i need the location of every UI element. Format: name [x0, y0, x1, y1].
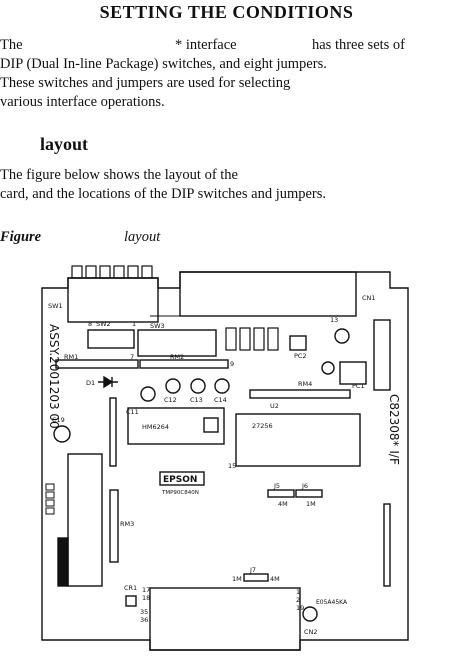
c19-label: C19	[52, 416, 65, 424]
hm6264-chip	[127, 407, 225, 445]
sw1-label: SW1	[48, 302, 63, 310]
rm2-label: RM2	[170, 353, 184, 361]
rm3-label: RM3	[120, 520, 134, 528]
j5-jumper	[267, 489, 295, 498]
part-code-label: E05A45KA	[316, 599, 348, 606]
d1-label: D1	[86, 379, 95, 387]
m4b-label: 4M	[270, 575, 280, 583]
pin13-label: 13	[330, 316, 338, 324]
jumper-block-top	[225, 327, 279, 351]
pin17-label: 17	[142, 586, 150, 594]
cn2-connector	[149, 587, 301, 651]
pin18-label: 18	[142, 594, 150, 602]
j6-label: J6	[301, 482, 308, 490]
cn1-label: CN1	[362, 294, 376, 302]
c19-capacitor	[53, 425, 71, 443]
socket-marker	[203, 417, 219, 433]
sw2-switch	[87, 329, 135, 349]
m1a-label: 1M	[306, 500, 316, 508]
c13-label: C13	[190, 396, 203, 404]
pin35-label: 35	[140, 608, 148, 616]
rm2-resistor	[139, 359, 229, 369]
rm1-resistor	[55, 359, 139, 369]
intro-line4: various interface operations.	[0, 94, 165, 110]
black-filled-block	[57, 537, 69, 587]
assy-label: ASSY.2001203 00	[47, 324, 61, 429]
pc1-label: PC1	[352, 382, 365, 390]
pin1-label: 1	[132, 320, 136, 328]
cn2-label: CN2	[304, 628, 318, 636]
rm3-strip	[109, 489, 119, 563]
hm6264-label: HM6264	[142, 423, 169, 431]
c12-label: C12	[164, 396, 177, 404]
u2-label: U2	[270, 402, 279, 410]
description-line2: card, and the locations of the DIP switc…	[0, 186, 327, 202]
rm1-label: RM1	[64, 353, 78, 361]
pc1-component	[334, 328, 350, 344]
page-heading: SETTING THE CONDITIONS	[99, 2, 354, 22]
sw3-label: SW3	[150, 322, 165, 330]
capacitors-row	[140, 378, 230, 402]
d1-diode	[98, 375, 118, 389]
q-transistor	[321, 361, 335, 375]
big-vertical-ic	[67, 453, 103, 587]
rm4-resistor	[249, 389, 351, 399]
sw3-switch	[137, 329, 217, 357]
intro-line3: These switches and jumpers are used for …	[0, 75, 291, 91]
j7-label: J7	[249, 566, 256, 574]
pin8-label: 8	[88, 320, 92, 328]
pc2-label: PC2	[294, 352, 307, 360]
pin1b-label: 1	[296, 588, 300, 596]
vertical-strip-right	[373, 319, 391, 391]
figure-title: layout	[124, 229, 161, 245]
c11-label: C11	[126, 408, 139, 416]
eprom-27256-chip	[235, 413, 361, 467]
figure-label: Figure	[0, 229, 42, 245]
j5-label: J5	[273, 482, 280, 490]
m1b-label: 1M	[232, 575, 242, 583]
rm4-label: RM4	[298, 380, 312, 388]
pin19-label: 19	[296, 604, 304, 612]
eprom-label: 27256	[252, 422, 273, 430]
m4a-label: 4M	[278, 500, 288, 508]
sw1-pins	[71, 265, 153, 279]
j7-jumper	[243, 573, 269, 582]
pin15-label: 15	[228, 462, 236, 470]
epson-label-box	[159, 471, 205, 486]
intro-line2: DIP (Dual In-line Package) switches, and…	[0, 56, 327, 72]
sw1-switch	[67, 277, 159, 323]
intro-line1-start: The	[0, 37, 23, 53]
j6-jumper	[295, 489, 323, 498]
epson-brand: EPSON	[163, 475, 197, 485]
pin7-label: 7	[130, 353, 134, 361]
cn1-connector	[179, 271, 357, 317]
board-outline	[41, 271, 409, 651]
tmp-chip-label: TMP90C840N	[161, 490, 199, 496]
pc2-component	[289, 335, 307, 351]
intro-line1-middle: * interface	[175, 37, 237, 53]
sw2-label: SW2	[96, 320, 111, 328]
pin9-label: 9	[230, 360, 234, 368]
description-line1: The figure below shows the layout of the	[0, 167, 238, 183]
board-layout-diagram: SW1 SW2 SW3 CN1 CN2 RM1 RM2 RM3 RM4 D1 C…	[41, 265, 409, 651]
intro-line1-end: has three sets of	[312, 37, 406, 53]
cr1-component	[125, 595, 137, 607]
cr1-label: CR1	[124, 584, 137, 592]
ic-small-right	[339, 361, 367, 385]
layout-subheading: layout	[40, 134, 89, 154]
c14-label: C14	[214, 396, 227, 404]
right-vertical-component	[383, 503, 391, 587]
rm3-resistor	[109, 397, 117, 467]
pin36-label: 36	[140, 616, 148, 624]
e05a45ka-component	[302, 606, 318, 622]
small-pad-column	[45, 483, 55, 515]
model-label: C82308* I/F	[387, 394, 401, 465]
pin2-label: 2	[296, 596, 300, 604]
